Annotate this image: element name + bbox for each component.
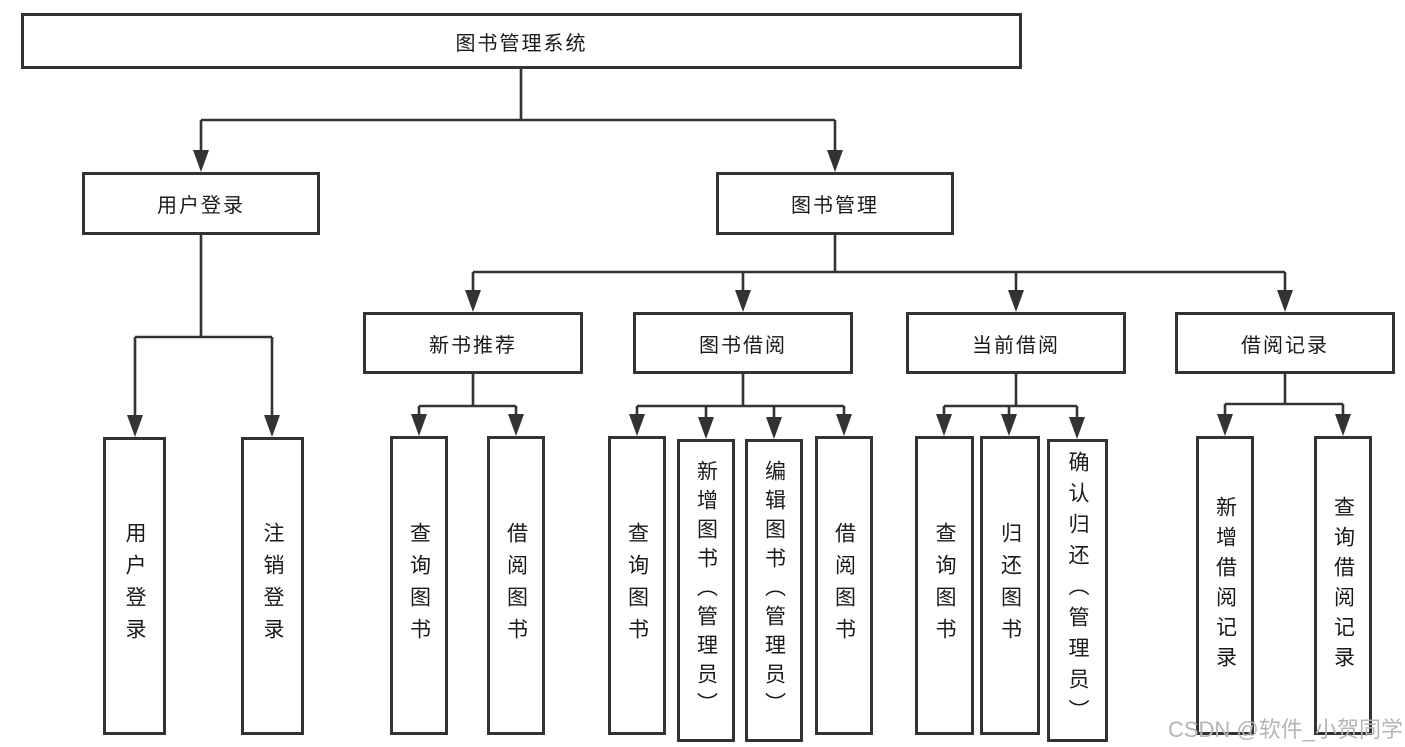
connector-line <box>133 235 274 416</box>
arrowhead-down-icon <box>508 414 524 436</box>
leaf-br-add-record: 新增借阅记录 <box>1196 436 1254 735</box>
connector-line <box>1223 374 1345 415</box>
node-borrow-record: 借阅记录 <box>1175 312 1395 374</box>
arrowhead-down-icon <box>936 414 952 436</box>
connector-user-login-to-leaves <box>127 235 280 437</box>
leaf-br-query-record: 查询借阅记录 <box>1314 436 1372 735</box>
arrowhead-down-icon <box>465 290 481 312</box>
connector-borrow-record-to-leaves <box>1217 374 1351 436</box>
connector-current-borrow-to-leaves <box>936 374 1085 439</box>
connector-book-mgmt-to-level3 <box>465 235 1293 312</box>
connector-line <box>417 374 518 415</box>
node-new-book-recommend: 新书推荐 <box>363 312 583 374</box>
connector-book-borrow-to-leaves <box>629 374 852 439</box>
arrowhead-down-icon <box>1069 417 1085 439</box>
connector-new-book-to-leaves <box>411 374 524 436</box>
arrowhead-down-icon <box>629 414 645 436</box>
leaf-nb-query-book: 查询图书 <box>390 436 448 735</box>
connector-line <box>635 374 846 418</box>
csdn-watermark: CSDN @软件_小贺同学 <box>1167 717 1403 742</box>
leaf-cb-query-book: 查询图书 <box>915 436 974 735</box>
arrowhead-down-icon <box>193 150 209 172</box>
connector-root-to-level2 <box>193 69 843 172</box>
arrowhead-down-icon <box>1217 414 1233 436</box>
node-user-login: 用户登录 <box>82 172 320 235</box>
connector-line <box>471 235 1287 292</box>
arrowhead-down-icon <box>411 414 427 436</box>
leaf-bb-borrow-book: 借阅图书 <box>815 436 873 735</box>
arrowhead-down-icon <box>836 414 852 436</box>
leaf-user-login: 用户登录 <box>103 437 166 735</box>
leaf-bb-edit-book-admin: 编辑图书（管理员） <box>745 439 803 742</box>
arrowhead-down-icon <box>766 417 782 439</box>
node-current-borrow: 当前借阅 <box>906 312 1126 374</box>
node-book-mgmt: 图书管理 <box>716 172 954 235</box>
leaf-bb-add-book-admin: 新增图书（管理员） <box>677 439 735 742</box>
arrowhead-down-icon <box>1001 414 1017 436</box>
arrowhead-down-icon <box>735 290 751 312</box>
leaf-cb-return-book: 归还图书 <box>980 436 1040 735</box>
arrowhead-down-icon <box>1008 290 1024 312</box>
leaf-nb-borrow-book: 借阅图书 <box>487 436 545 735</box>
connector-line <box>942 374 1079 418</box>
node-book-borrow: 图书借阅 <box>633 312 853 374</box>
leaf-cb-confirm-return-admin: 确认归还（管理员） <box>1047 439 1108 742</box>
leaf-logout: 注销登录 <box>241 437 304 735</box>
arrowhead-down-icon <box>698 417 714 439</box>
arrowhead-down-icon <box>827 150 843 172</box>
arrowhead-down-icon <box>127 415 143 437</box>
connector-line <box>199 69 837 152</box>
arrowhead-down-icon <box>1277 290 1293 312</box>
arrowhead-down-icon <box>264 415 280 437</box>
arrowhead-down-icon <box>1335 414 1351 436</box>
node-root: 图书管理系统 <box>21 13 1022 69</box>
leaf-bb-query-book: 查询图书 <box>608 436 666 735</box>
